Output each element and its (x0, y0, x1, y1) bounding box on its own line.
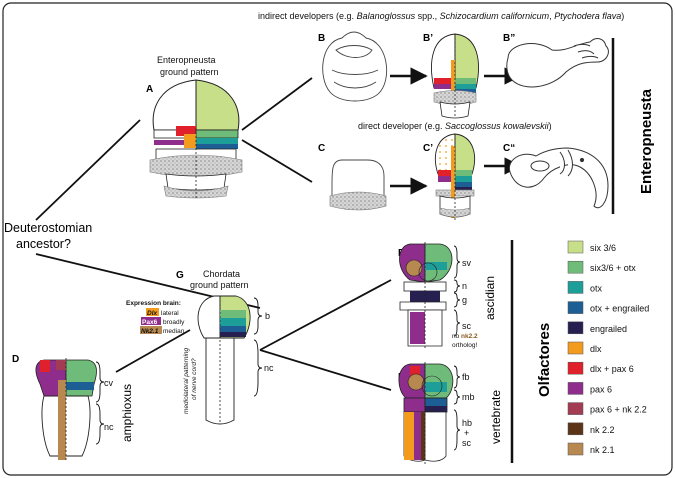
svg-text:Pax6: Pax6 (142, 319, 158, 326)
ancestor-line2: ancestor? (16, 237, 71, 251)
panel-label-B1: B’ (423, 33, 433, 44)
legend-swatch (567, 260, 584, 274)
svg-text:Dlx: Dlx (147, 310, 158, 317)
region-b: b (265, 311, 270, 321)
panel-label-B2: B” (503, 33, 515, 44)
region-sc-E: sc (462, 321, 472, 331)
panel-C1-embryo (435, 133, 475, 220)
panel-D-brackets (95, 361, 105, 445)
panel-D-embryo (35, 358, 97, 462)
legend-swatch (567, 442, 584, 456)
panel-G-embryo: mediolateral patterning of nerve cord? (183, 295, 251, 425)
legend-label: dlx (590, 344, 602, 354)
panel-F-embryo (398, 362, 454, 464)
svg-text:Expression brain:: Expression brain: (126, 300, 181, 307)
region-nc-G: nc (264, 363, 274, 373)
svg-text:mediolateral patterning: mediolateral patterning (183, 347, 190, 414)
panel-label-B: B (318, 33, 325, 44)
expression-key: Expression brain: Dlx lateral Pax6 broad… (126, 300, 185, 335)
vertebrate-label: vertebrate (489, 390, 503, 444)
panel-F-brackets (453, 365, 461, 451)
legend-swatch (567, 301, 584, 314)
legend-swatch (567, 281, 584, 294)
panel-label-C1: C’ (423, 143, 433, 154)
region-mb: mb (462, 392, 475, 402)
ortholog-note: ortholog! (452, 342, 477, 349)
panel-label-C: C (318, 143, 325, 154)
panel-C-embryo (329, 159, 387, 211)
ent-ground-title-1: Enteropneusta (157, 55, 216, 65)
legend-label: pax 6 + nk 2.2 (590, 405, 647, 415)
panel-label-C2: C“ (503, 143, 515, 154)
legend-label: six3/6 + otx (590, 263, 636, 273)
legend-swatch (567, 341, 584, 355)
indirect-developers-label: indirect developers (e.g. Balanoglossus … (258, 11, 624, 21)
region-sc-F: sc (462, 438, 472, 448)
legend-label: dlx + pax 6 (590, 364, 634, 374)
ascidian-label: ascidian (483, 276, 497, 320)
chord-ground-title-1: Chordata (203, 269, 240, 279)
region-plus: + (464, 428, 469, 438)
legend-swatch (567, 422, 584, 436)
ent-ground-title-2: ground pattern (160, 67, 219, 77)
legend-label: engrailed (590, 324, 627, 334)
chord-ground-title-2: ground pattern (190, 280, 249, 290)
region-n: n (462, 281, 467, 291)
svg-text:Nk2.1: Nk2.1 (141, 328, 159, 335)
svg-text:broadly: broadly (163, 319, 185, 326)
svg-text:of nerve cord?: of nerve cord? (191, 358, 198, 400)
olfactores-label: Olfactores (536, 323, 553, 397)
legend-swatch (567, 321, 584, 335)
svg-text:lateral: lateral (161, 310, 179, 317)
legend-label: nk 2.1 (590, 445, 615, 455)
region-hb: hb (462, 418, 472, 428)
panel-C2-worm (508, 147, 609, 209)
panel-E-brackets (453, 245, 461, 337)
amphioxus-label: amphioxus (120, 384, 134, 442)
panel-label-A: A (146, 84, 153, 95)
panel-G-brackets (253, 297, 263, 397)
legend-label: otx (590, 283, 603, 293)
legend-label: otx + engrailed (590, 304, 649, 314)
ancestor-line1: Deuterostomian (4, 221, 92, 235)
region-sv: sv (462, 258, 472, 268)
region-nc-D: nc (104, 422, 114, 432)
legend-swatch (567, 382, 584, 395)
legend-swatch (567, 402, 584, 415)
region-g: g (462, 295, 467, 305)
panel-B-larva (322, 31, 388, 102)
panel-B2-worm (506, 38, 609, 88)
legend-label: nk 2.2 (590, 425, 615, 435)
region-cv: cv (104, 378, 114, 388)
direct-developer-label: direct developer (e.g. Saccoglossus kowa… (358, 121, 552, 131)
svg-text:median: median (163, 328, 185, 335)
panel-E-embryo (399, 242, 453, 350)
legend-label: pax 6 (590, 384, 612, 394)
enteropneusta-label: Enteropneusta (638, 88, 655, 194)
legend-label: six 3/6 (590, 243, 616, 253)
region-fb: fb (462, 372, 470, 382)
panel-B1-embryo (431, 33, 479, 119)
legend-swatch (567, 361, 584, 375)
panel-A-embryo (149, 79, 243, 199)
color-legend: six 3/6 six3/6 + otx otx otx + engrailed eng… (567, 240, 649, 456)
no-nk22-note: no nk2.2 (452, 333, 478, 340)
panel-label-G: G (176, 270, 184, 281)
panel-label-D: D (12, 354, 19, 365)
legend-swatch (567, 240, 584, 254)
